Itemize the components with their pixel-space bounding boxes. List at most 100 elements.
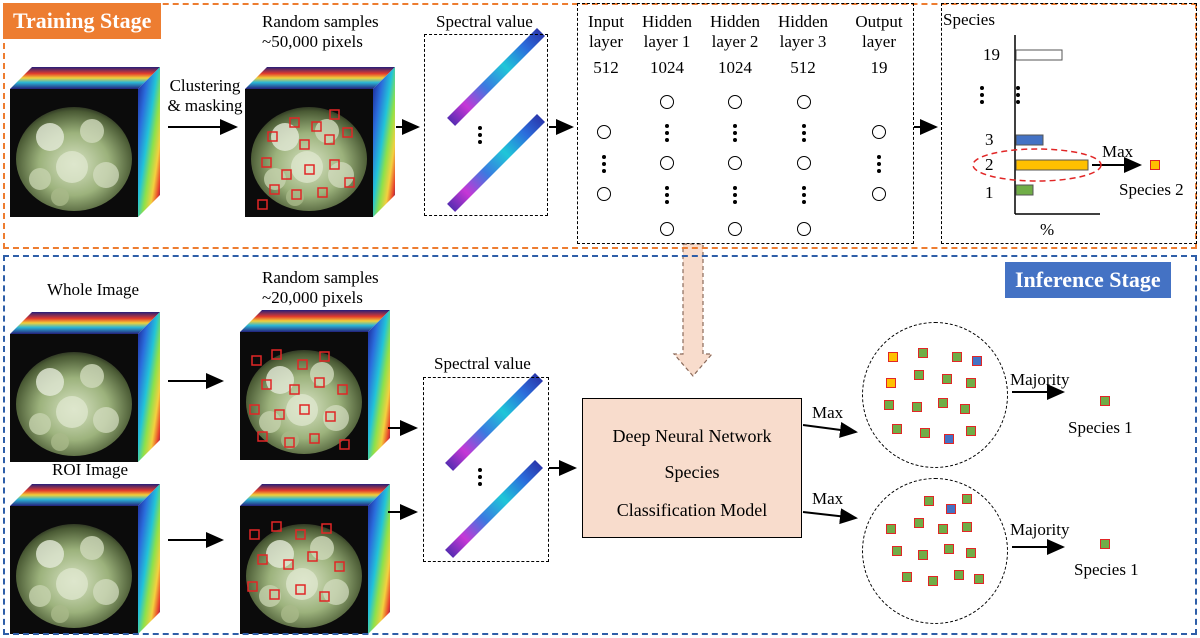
- prediction-pixel: [912, 402, 922, 412]
- chart-ellipsis-right: [1016, 86, 1020, 107]
- prediction-pixel: [914, 370, 924, 380]
- chart-bar-species-19: [1015, 49, 1063, 61]
- prediction-cloud-top: [862, 322, 1008, 468]
- layer-3-size: 512: [790, 58, 816, 77]
- chart-max-label: Max: [1102, 142, 1134, 161]
- hidden3-node: [797, 222, 811, 236]
- prediction-pixel: [954, 570, 964, 580]
- chart-bars: [1015, 49, 1089, 196]
- prediction-pixel: [962, 522, 972, 532]
- hidden3-ellipsis: [802, 186, 806, 207]
- training-random-samples: Random samples ~50,000 pixels: [262, 12, 379, 51]
- layer-4-size: 19: [870, 58, 888, 77]
- chart-result-label: Species 2: [1119, 180, 1184, 199]
- training-spectral-ellipsis: [478, 126, 482, 147]
- species-1-marker-top: [1100, 396, 1110, 406]
- chart-tick-3: 3: [985, 130, 994, 149]
- whole-image-label: Whole Image: [47, 280, 140, 299]
- layer-0-label: Input layer: [588, 12, 624, 51]
- chart-tick-19: 19: [983, 45, 1000, 64]
- chart-bar-species-3: [1015, 134, 1044, 146]
- roi-image-label: ROI Image: [52, 460, 129, 479]
- prediction-pixel: [884, 400, 894, 410]
- chart-ellipsis-left: [980, 86, 984, 107]
- output-ellipsis: [877, 155, 881, 176]
- prediction-pixel: [892, 546, 902, 556]
- training-sample-boxes: [257, 109, 355, 210]
- layer-0-size: 512: [593, 58, 619, 77]
- layer-4-label: Output layer: [855, 12, 903, 51]
- dnn-model-box: [582, 398, 802, 538]
- input-ellipsis: [602, 155, 606, 176]
- hidden3-node: [797, 156, 811, 170]
- inference-spectral-ellipsis: [478, 468, 482, 489]
- chart-bar-species-1: [1015, 184, 1034, 196]
- prediction-pixel: [952, 352, 962, 362]
- model-line-3: Classification Model: [616, 500, 768, 520]
- chart-tick-1: 1: [985, 183, 994, 202]
- prediction-pixel: [914, 518, 924, 528]
- prediction-pixel: [924, 496, 934, 506]
- hidden2-node: [728, 222, 742, 236]
- layer-2-label: Hidden layer 2: [709, 12, 761, 51]
- prediction-pixel: [960, 404, 970, 414]
- prediction-pixel: [966, 378, 976, 388]
- prediction-pixel: [938, 398, 948, 408]
- prediction-pixel: [966, 548, 976, 558]
- chart-x-title: %: [1040, 220, 1055, 239]
- layer-3-label: Hidden layer 3: [777, 12, 829, 51]
- chart-y-title: Species: [943, 10, 995, 29]
- inference-spectral-box: [423, 377, 549, 562]
- prediction-pixel: [886, 524, 896, 534]
- prediction-pixel: [944, 434, 954, 444]
- prediction-pixel: [918, 348, 928, 358]
- inference-stage-box: [3, 255, 1197, 635]
- chart-bar-species-2: [1015, 159, 1089, 171]
- output-chart-box: [941, 3, 1197, 244]
- prediction-pixel: [966, 426, 976, 436]
- chart-tick-2: 2: [985, 155, 994, 174]
- input-node: [597, 125, 611, 139]
- hidden2-node: [728, 156, 742, 170]
- training-spectral-label: Spectral value: [436, 12, 533, 31]
- prediction-pixel: [942, 374, 952, 384]
- prediction-pixel: [888, 352, 898, 362]
- hidden1-node: [660, 222, 674, 236]
- inference-spectral-label: Spectral value: [434, 354, 531, 373]
- species-2-marker: [1150, 160, 1160, 170]
- transfer-arrow: [672, 243, 714, 377]
- max-label-top: Max: [812, 403, 844, 422]
- inference-stage-title: Inference Stage: [1005, 262, 1171, 298]
- hidden2-ellipsis: [733, 124, 737, 145]
- training-spectral-box: [424, 34, 548, 216]
- layer-1-size: 1024: [650, 58, 684, 77]
- arrow-max-top: [802, 421, 858, 438]
- hidden1-node: [660, 156, 674, 170]
- model-line-1: Deep Neural Network: [612, 426, 772, 446]
- result-top: Species 1: [1068, 418, 1133, 437]
- output-node: [872, 187, 886, 201]
- output-node: [872, 125, 886, 139]
- prediction-pixel: [946, 504, 956, 514]
- arrow-max-bottom: [802, 508, 858, 525]
- network-box: [577, 3, 914, 244]
- prediction-pixel: [938, 524, 948, 534]
- hidden3-ellipsis: [802, 124, 806, 145]
- input-node: [597, 187, 611, 201]
- prediction-pixel: [902, 572, 912, 582]
- hidden2-ellipsis: [733, 186, 737, 207]
- prediction-pixel: [972, 356, 982, 366]
- species-1-marker-bottom: [1100, 539, 1110, 549]
- prediction-pixel: [962, 494, 972, 504]
- prediction-pixel: [928, 576, 938, 586]
- hidden2-node: [728, 95, 742, 109]
- training-stage-title: Training Stage: [3, 3, 162, 39]
- majority-label-top: Majority: [1010, 370, 1070, 389]
- inference-random-samples: Random samples ~20,000 pixels: [262, 268, 379, 307]
- prediction-pixel: [892, 424, 902, 434]
- hidden1-node: [660, 95, 674, 109]
- prediction-pixel: [886, 378, 896, 388]
- result-bottom: Species 1: [1074, 560, 1139, 579]
- hidden1-ellipsis: [665, 186, 669, 207]
